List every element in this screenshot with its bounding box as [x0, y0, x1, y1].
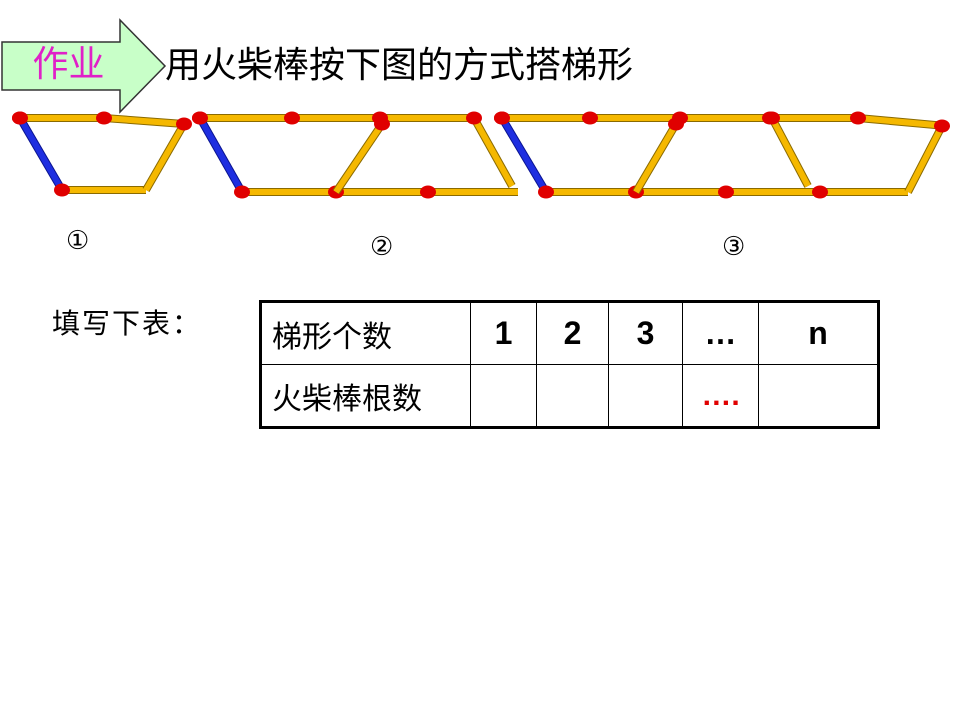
match-head — [764, 111, 780, 125]
figure-label-1: ① — [66, 226, 90, 256]
match-head — [582, 111, 598, 125]
arrow-shape-icon — [1, 18, 167, 114]
table-row: 火柴棒根数 …. — [260, 364, 879, 428]
matchstick — [672, 111, 770, 125]
match-head — [420, 185, 436, 199]
matchstick — [850, 111, 947, 130]
matchstick — [96, 111, 185, 128]
matchstick — [192, 111, 292, 125]
match-head — [538, 185, 554, 199]
match-head — [812, 185, 828, 199]
matchstick — [332, 117, 390, 195]
match-head — [54, 183, 70, 197]
match-head — [192, 111, 208, 125]
match-head — [284, 111, 300, 125]
answer-cell[interactable] — [536, 364, 609, 428]
fill-table-label: 填写下表： — [52, 307, 203, 340]
row-header-trapezoid-count: 梯形个数 — [260, 301, 471, 365]
matchstick — [582, 111, 680, 125]
homework-banner: 作业 — [0, 18, 170, 114]
match-head — [668, 117, 684, 131]
match-head — [934, 119, 950, 133]
match-head — [96, 111, 112, 125]
matchstick — [812, 185, 908, 199]
match-head — [850, 111, 866, 125]
matchstick-figures — [12, 111, 950, 199]
row-header-matchstick-count: 火柴棒根数 — [260, 364, 471, 428]
data-table: 梯形个数 1 2 3 … n 火柴棒根数 …. — [259, 300, 880, 429]
figure-label-3: ③ — [722, 232, 746, 262]
matchstick — [632, 117, 684, 195]
table-row: 梯形个数 1 2 3 … n — [260, 301, 879, 365]
page-title: 用火柴棒按下图的方式搭梯形 — [165, 45, 634, 86]
matchstick — [142, 117, 192, 192]
table-cell: n — [758, 301, 879, 365]
ellipsis-cell: …. — [682, 364, 759, 428]
banner-label: 作业 — [32, 44, 105, 85]
matchstick — [234, 185, 336, 199]
matchstick — [466, 111, 516, 188]
table-cell: 1 — [470, 301, 537, 365]
matchstick — [538, 185, 636, 199]
match-head — [12, 111, 28, 125]
match-head — [494, 111, 510, 125]
matchstick — [764, 111, 812, 188]
matchstick — [718, 185, 820, 199]
match-head — [374, 117, 390, 131]
answer-cell[interactable] — [608, 364, 683, 428]
match-head — [234, 185, 250, 199]
match-head — [466, 111, 482, 125]
figure-label-2: ② — [370, 232, 394, 262]
answer-cell[interactable] — [470, 364, 537, 428]
table-cell: … — [682, 301, 759, 365]
answer-cell[interactable] — [758, 364, 879, 428]
match-head — [718, 185, 734, 199]
table-cell: 3 — [608, 301, 683, 365]
match-head — [176, 117, 192, 131]
matchstick — [12, 111, 104, 125]
matchstick — [494, 111, 590, 125]
matchstick — [904, 119, 950, 194]
matchstick — [54, 183, 146, 197]
matchstick — [284, 111, 380, 125]
matchstick — [420, 185, 518, 199]
table-cell: 2 — [536, 301, 609, 365]
